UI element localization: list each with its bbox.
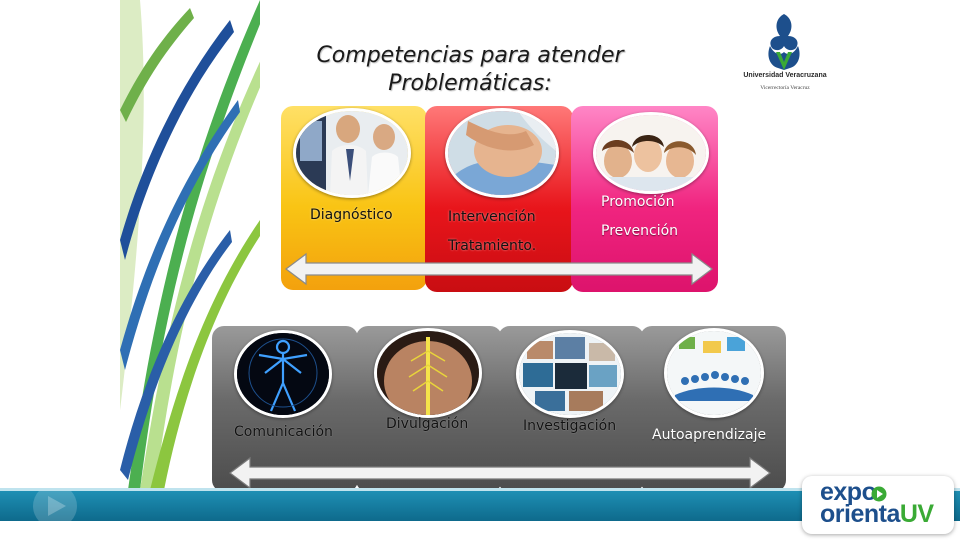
doctors-xray-photo-icon [293,108,411,198]
double-arrow-icon [228,456,772,490]
label-comunicacion: Comunicación [234,424,333,440]
smiling-group-photo-icon [593,112,709,194]
logo-institution-name: Universidad Veracruzana [734,72,836,79]
label-autoaprendizaje: Autoaprendizaje [652,427,766,443]
label-diagnostico: Diagnóstico [310,207,393,223]
double-arrow-icon [284,252,714,286]
label-prevencion: Prevención [601,223,678,239]
slide-title: Competencias para atender Problemáticas: [240,42,700,98]
brand-uv: UV [900,500,934,528]
label-divulgacion: Divulgación [386,416,468,432]
brand-line-2: orientaUV [820,500,934,529]
play-shape-icon [0,491,200,521]
logo-subtitle: Vicerrectoría Veracruz [734,85,836,91]
massage-therapy-photo-icon [445,108,559,198]
label-investigacion: Investigación [523,418,616,434]
anatomy-body-photo-icon [234,330,332,418]
clinical-collage-photo-icon [516,330,624,418]
title-line-2: Problemáticas: [240,70,700,98]
network-people-photo-icon [664,328,764,418]
label-intervencion: Intervención [448,209,536,225]
spine-back-photo-icon [374,328,482,418]
label-promocion: Promoción [601,194,674,210]
title-line-1: Competencias para atender [240,42,700,70]
